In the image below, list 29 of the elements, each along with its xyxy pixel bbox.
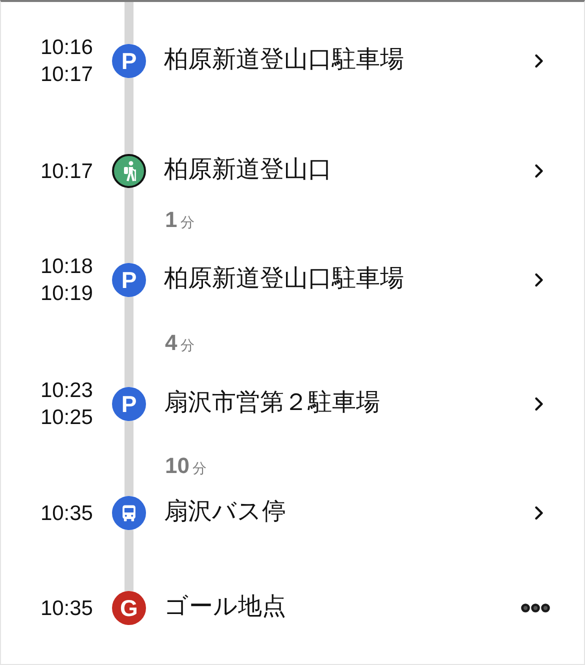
route-line <box>124 297 134 387</box>
walk-duration: 4分 <box>165 330 194 357</box>
stop-name: 扇沢市営第２駐車場 <box>164 388 380 418</box>
stop-time: 10:16 <box>40 35 93 61</box>
stop-time: 10:35 <box>40 596 93 622</box>
stop-name: 扇沢バス停 <box>164 497 286 527</box>
walk-duration: 1分 <box>165 207 194 234</box>
route-line <box>124 78 134 154</box>
stop-name: 柏原新道登山口 <box>164 155 332 185</box>
stop-time: 10:18 <box>40 254 93 280</box>
bus-icon <box>112 496 146 530</box>
stop-time: 10:25 <box>40 405 93 431</box>
stop-time: 10:23 <box>40 378 93 404</box>
parking-sign: P <box>112 44 146 78</box>
stop-time: 10:17 <box>40 158 93 184</box>
route-line <box>124 188 134 263</box>
stop-name: ゴール地点 <box>164 592 286 622</box>
stop-name: 柏原新道登山口駐車場 <box>164 45 404 75</box>
hiker-icon <box>112 154 146 188</box>
stop-name: 柏原新道登山口駐車場 <box>164 264 404 294</box>
route-line <box>124 530 134 591</box>
route-line <box>124 421 134 496</box>
stop-time: 10:17 <box>40 62 93 88</box>
parking-sign: P <box>112 263 146 297</box>
stop-time: 10:19 <box>40 281 93 307</box>
route-line <box>124 2 134 44</box>
stop-time: 10:35 <box>40 500 93 526</box>
parking-sign: P <box>112 387 146 421</box>
goal-marker: G <box>112 591 146 625</box>
